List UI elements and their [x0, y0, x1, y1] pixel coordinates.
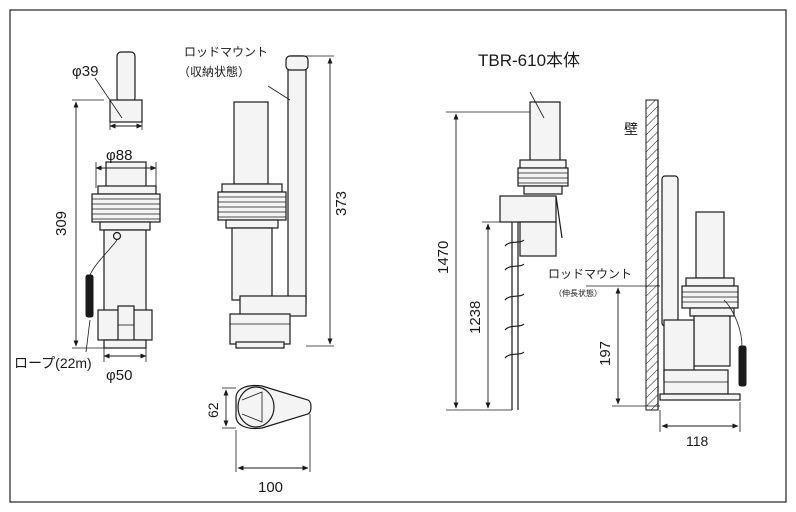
- label-wall: 壁: [624, 121, 638, 137]
- extended-view: [499, 91, 569, 410]
- label-rod-stored-1: ロッドマウント: [184, 45, 268, 59]
- dim-197: 197: [597, 341, 614, 366]
- label-rod-stored-2: （収納状態）: [178, 64, 250, 79]
- page-title: TBR-610本体: [478, 51, 580, 70]
- label-phi50: φ50: [106, 367, 132, 384]
- top-view-dimensions: [222, 387, 311, 472]
- label-rod-extended-1: ロッドマウント: [548, 267, 632, 281]
- extended-view-dimensions: [446, 111, 530, 411]
- dim-309: 309: [53, 211, 70, 236]
- side-view-dimensions: [306, 55, 334, 347]
- dim-100: 100: [258, 479, 283, 496]
- dim-118: 118: [686, 433, 709, 449]
- label-phi39: φ39: [72, 63, 98, 80]
- dim-1470: 1470: [435, 241, 452, 274]
- label-phi88: φ88: [106, 147, 132, 164]
- label-rod-extended-2: （伸長状態）: [554, 288, 602, 298]
- front-view-dimensions: [72, 77, 157, 362]
- label-rope: ロープ(22m): [14, 355, 92, 371]
- top-view: [235, 384, 312, 430]
- dim-373: 373: [333, 191, 350, 216]
- dim-62: 62: [205, 402, 221, 418]
- dim-1238: 1238: [467, 301, 484, 334]
- wall-mount-view: [645, 99, 747, 411]
- side-view: [217, 55, 309, 349]
- wall-mount-dimensions: [586, 285, 741, 432]
